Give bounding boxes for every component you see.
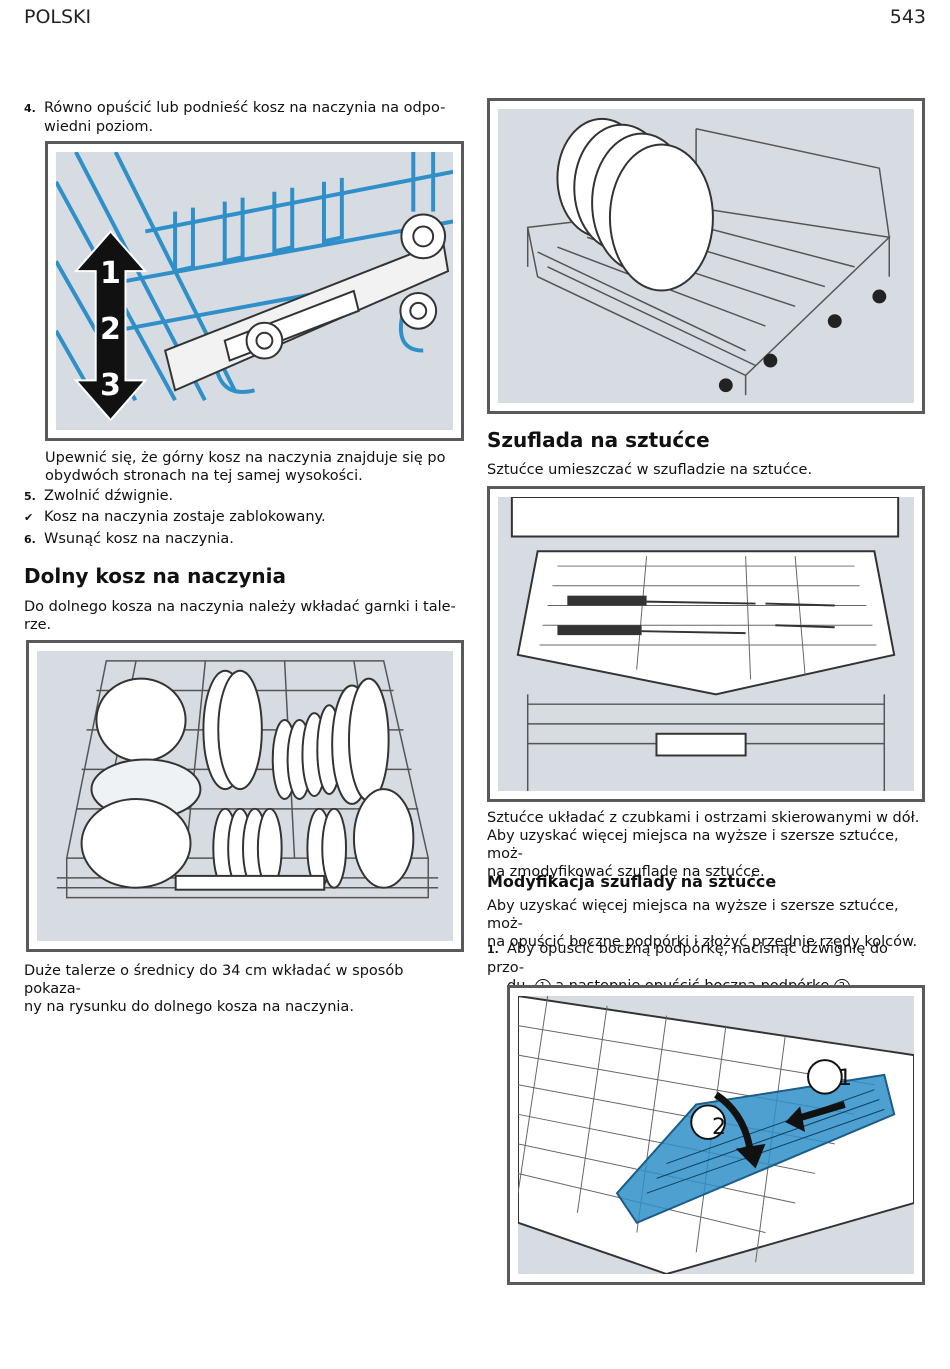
- figure-lower-basket: [26, 640, 464, 952]
- intro-text: rze.: [24, 617, 52, 633]
- step-6: 6. Wsunąć kosz na naczynia.: [24, 530, 234, 549]
- lower-basket-illustration: [56, 660, 439, 899]
- step-number: 5.: [24, 490, 36, 503]
- check-icon: ✔: [24, 511, 34, 524]
- para-text: na opuścić boczne podpórki i złożyć prze…: [487, 934, 918, 950]
- step-text: Aby opuścić boczną podpórkę, nacisnąć dź…: [487, 941, 888, 976]
- modify-paragraph: Aby uzyskać więcej miejsca na wyższe i s…: [487, 897, 927, 951]
- figure-upper-basket: [487, 98, 925, 414]
- page-number: 543: [889, 6, 926, 28]
- section-title-cutlery-drawer: Szuflada na sztućce: [487, 428, 710, 452]
- note-text: Upewnić się, że górny kosz na naczynia z…: [45, 450, 446, 466]
- step-5: 5. Zwolnić dźwignie.: [24, 487, 173, 506]
- result-line: ✔ Kosz na naczynia zostaje zablokowany.: [24, 508, 326, 527]
- step-number: 6.: [24, 533, 36, 546]
- basket-height-illustration: [56, 152, 453, 422]
- step-text: wiedni poziom.: [44, 119, 154, 135]
- lower-basket-caption: Duże talerze o średnicy do 34 cm wkładać…: [24, 962, 464, 1016]
- cutlery-drawer-illustration: [510, 497, 900, 791]
- level-label-3: 3: [100, 368, 121, 403]
- caption-text: Duże talerze o średnicy do 34 cm wkładać…: [24, 963, 404, 997]
- figure-cutlery-drawer: [487, 486, 925, 802]
- figure-side-support: 1 2: [507, 985, 925, 1285]
- para-text: Aby uzyskać więcej miejsca na wyższe i s…: [487, 898, 899, 932]
- figure-basket-height: 1 2 3: [45, 141, 464, 441]
- para-text: Sztućce układać z czubkami i ostrzami sk…: [487, 810, 920, 826]
- note-paragraph: Upewnić się, że górny kosz na naczynia z…: [45, 449, 465, 485]
- result-text: Kosz na naczynia zostaje zablokowany.: [44, 509, 326, 525]
- step-number: 1.: [487, 943, 499, 956]
- level-label-1: 1: [100, 256, 121, 291]
- step-4: 4. Równo opuścić lub podnieść kosz na nac…: [24, 99, 464, 136]
- cutlery-paragraph: Sztućce układać z czubkami i ostrzami sk…: [487, 809, 927, 881]
- section-title-lower-basket: Dolny kosz na naczynia: [24, 564, 287, 588]
- figure-label-2: 2: [712, 1115, 726, 1140]
- side-support-illustration: [518, 996, 914, 1274]
- subsection-title-modify-drawer: Modyfikacja szuflady na sztućce: [487, 872, 777, 891]
- note-text: obydwóch stronach na tej samej wysokości…: [45, 468, 363, 484]
- intro-text: Do dolnego kosza na naczynia należy wkła…: [24, 599, 456, 615]
- step-number: 4.: [24, 102, 36, 115]
- step-text: Zwolnić dźwignie.: [44, 488, 174, 504]
- upper-basket-illustration: [526, 117, 891, 396]
- section-intro: Do dolnego kosza na naczynia należy wkła…: [24, 598, 464, 634]
- figure-label-1: 1: [838, 1066, 852, 1091]
- para-text: Aby uzyskać więcej miejsca na wyższe i s…: [487, 828, 899, 862]
- caption-text: ny na rysunku do dolnego kosza na naczyn…: [24, 999, 354, 1015]
- cutlery-section-intro: Sztućce umieszczać w szufladzie na sztuć…: [487, 462, 813, 478]
- level-label-2: 2: [100, 312, 121, 347]
- step-text: Równo opuścić lub podnieść kosz na naczy…: [44, 100, 446, 116]
- step-text: Wsunąć kosz na naczynia.: [44, 531, 234, 547]
- header-language: POLSKI: [24, 6, 92, 28]
- para-text: na zmodyfikować szufladę na sztućce.: [487, 864, 765, 880]
